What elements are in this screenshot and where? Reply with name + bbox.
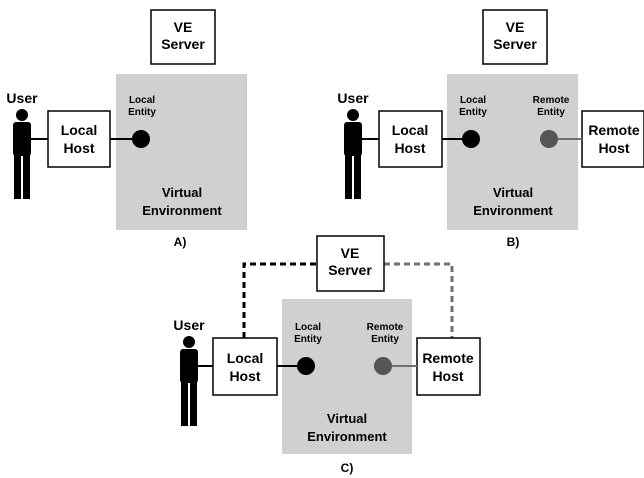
local-entity-label-line2: Entity [294,334,322,345]
panel-a: VE Server Local Entity Virtual Environme… [6,9,247,249]
local-host-label-line2: Host [394,140,425,156]
ve-server-box [316,235,385,292]
user-person-icon [13,109,31,199]
ve-server-box [150,9,216,65]
user-label: User [6,90,38,106]
local-entity-label-line2: Entity [128,107,156,118]
user-label: User [337,90,369,106]
user-label: User [173,317,205,333]
panel-b: VE Server Local Entity Remote Entity Vir… [337,9,644,249]
remote-host-label-line2: Host [598,140,629,156]
local-entity-label-line1: Local [129,95,155,106]
virtual-environment-area [282,299,412,454]
local-entity-label-line1: Local [460,95,486,106]
local-host-label-line2: Host [63,140,94,156]
local-host-box [378,110,443,168]
ve-server-box [482,9,548,65]
remote-host-label-line1: Remote [422,350,474,366]
remote-entity-label-line2: Entity [537,107,565,118]
local-host-label-line1: Local [227,350,264,366]
virtual-environment-label-line1: Virtual [493,185,533,200]
ve-server-label-line2: Server [161,36,205,52]
local-host-label-line1: Local [392,122,429,138]
virtual-environment-label-line2: Environment [307,429,387,444]
remote-entity-dot [374,357,392,375]
virtual-environment-label-line1: Virtual [162,185,202,200]
remote-host-label-line1: Remote [588,122,640,138]
virtual-environment-label-line1: Virtual [327,411,367,426]
caption-b: B) [507,235,520,249]
remote-entity-label-line1: Remote [533,95,570,106]
local-entity-dot [462,130,480,148]
remote-entity-label-line1: Remote [367,322,404,333]
local-entity-label-line2: Entity [459,107,487,118]
virtual-environment-area [116,74,247,230]
user-person-icon [180,336,198,426]
user-person-icon [344,109,362,199]
remote-host-label-line2: Host [432,368,463,384]
caption-c: C) [341,461,354,475]
remote-host-box [416,337,481,396]
remote-host-box [581,110,644,168]
virtual-environment-label-line2: Environment [142,203,222,218]
ve-server-label-line2: Server [493,36,537,52]
local-host-to-server-dashed-link [242,262,317,338]
virtual-environment-area [447,74,578,230]
local-entity-dot [132,130,150,148]
local-host-label-line1: Local [61,122,98,138]
local-host-box [47,110,111,168]
panel-c: VE Server Local Entity Remote Entity Vir… [173,235,481,475]
local-host-box [212,337,278,396]
local-host-label-line2: Host [229,368,260,384]
local-entity-label-line1: Local [295,322,321,333]
remote-entity-label-line2: Entity [371,334,399,345]
ve-server-label-line1: VE [341,245,360,261]
remote-host-to-server-dashed-link [384,262,454,338]
ve-server-label-line1: VE [506,19,525,35]
caption-a: A) [174,235,187,249]
ve-server-label-line2: Server [328,262,372,278]
local-entity-dot [297,357,315,375]
ve-server-label-line1: VE [174,19,193,35]
remote-entity-dot [540,130,558,148]
virtual-environment-label-line2: Environment [473,203,553,218]
